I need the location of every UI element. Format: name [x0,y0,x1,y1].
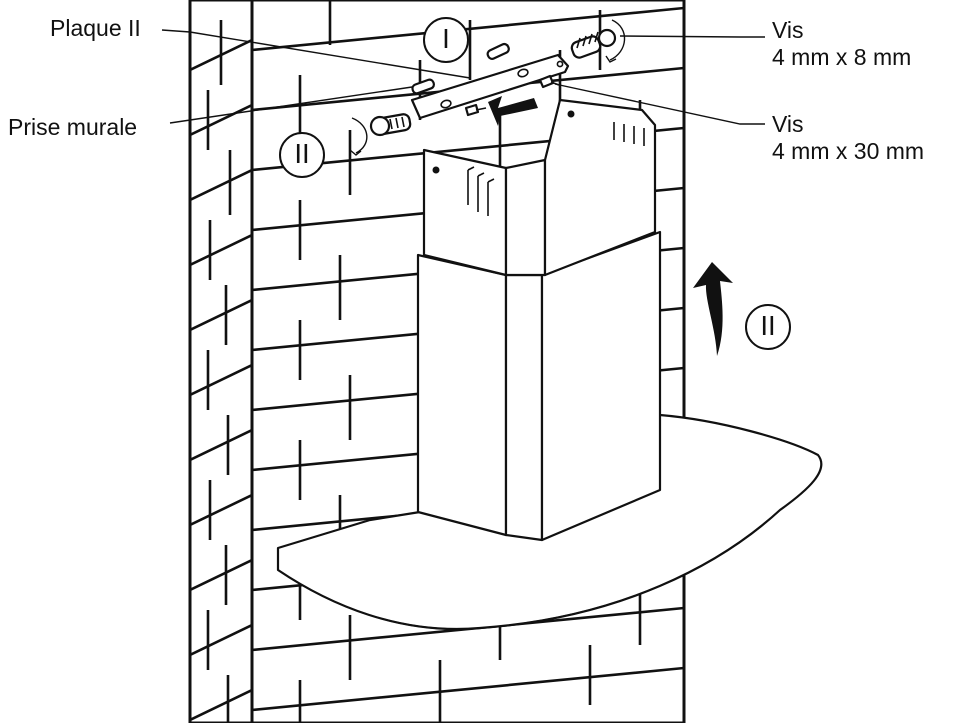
step-marker-right: II [745,304,791,350]
leader-vis8 [619,35,765,38]
label-vis-large: Vis 4 mm x 30 mm [772,111,924,165]
vent-slots-right [613,122,645,146]
leader-prise [169,86,413,124]
large-screw-right [570,28,617,59]
screw-icon [464,74,560,117]
label-vis-large-line1: Vis [772,111,804,137]
upper-chimney [422,98,657,277]
label-vis-small-line2: 4 mm x 8 mm [772,44,912,70]
canopy-edge [277,509,781,630]
label-vis-small: Vis 4 mm x 8 mm [772,17,911,71]
label-vis-small-line1: Vis [772,17,804,43]
label-prise-murale: Prise murale [8,114,138,140]
push-arrow-icon [488,96,538,126]
hole-dot [567,110,575,118]
lift-arrow-icon [693,262,733,356]
svg-text:I: I [442,25,450,55]
wall-side-bricks [190,20,252,723]
label-plaque: Plaque II [50,15,141,41]
svg-text:II: II [294,140,309,170]
leader-vis30 [554,83,765,125]
vent-slots [467,166,495,216]
label-vis-large-line2: 4 mm x 30 mm [772,138,925,164]
bracket-plate-ii [410,53,570,120]
lower-chimney [416,230,662,542]
leader-plaque [161,29,471,79]
large-screw-left [369,113,412,137]
hole-dot [432,166,440,174]
rotation-arrow-icon [605,19,626,63]
step-marker-left: II [279,132,325,178]
wall-plug-icon [411,42,510,95]
rotation-arrow-icon [349,117,368,156]
svg-text:II: II [760,312,775,342]
step-marker-top: I [423,17,469,63]
